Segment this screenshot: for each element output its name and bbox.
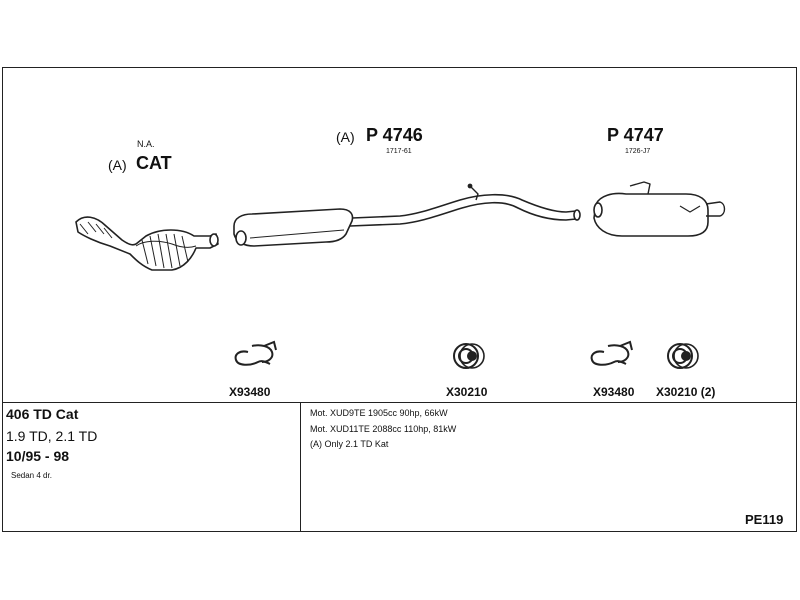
rear-silencer-part[interactable] (593, 181, 726, 237)
vehicle-years: 10/95 - 98 (6, 448, 70, 464)
spec-line: Mot. XUD9TE 1905cc 90hp, 66kW (310, 408, 448, 418)
middle-silencer-part[interactable] (233, 183, 581, 247)
cat-label: CAT (136, 153, 172, 173)
diagram-frame (2, 67, 797, 532)
clamp-icon[interactable] (590, 340, 633, 366)
p4746-reference: 1717-61 (386, 148, 412, 155)
column-divider (300, 402, 301, 532)
cat-prefix: (A) (108, 157, 127, 173)
p4746-part-number[interactable]: P 4746 (366, 125, 423, 145)
catalytic-converter-part[interactable] (75, 216, 219, 271)
fitting-code[interactable]: X93480 (593, 385, 635, 399)
p4747-reference: 1726-J7 (625, 148, 651, 155)
vehicle-body: Sedan 4 dr. (11, 471, 52, 480)
na-label: N.A. (137, 139, 155, 149)
spec-line: Mot. XUD11TE 2088cc 110hp, 81kW (310, 424, 457, 434)
fitting-code[interactable]: X30210 (446, 385, 488, 399)
gasket-ring-icon[interactable] (453, 343, 485, 369)
section-divider (2, 402, 797, 403)
vehicle-model: 406 TD Cat (6, 406, 79, 422)
vehicle-engines: 1.9 TD, 2.1 TD (6, 428, 98, 444)
fitting-code[interactable]: X30210 (2) (656, 385, 716, 399)
p4746-prefix: (A) (336, 129, 355, 145)
fitting-code[interactable]: X93480 (229, 385, 271, 399)
diagram-id: PE119 (745, 512, 784, 527)
gasket-ring-icon[interactable] (667, 343, 699, 369)
spec-line: (A) Only 2.1 TD Kat (310, 439, 389, 449)
clamp-icon[interactable] (234, 340, 277, 366)
p4747-part-number[interactable]: P 4747 (607, 125, 664, 145)
